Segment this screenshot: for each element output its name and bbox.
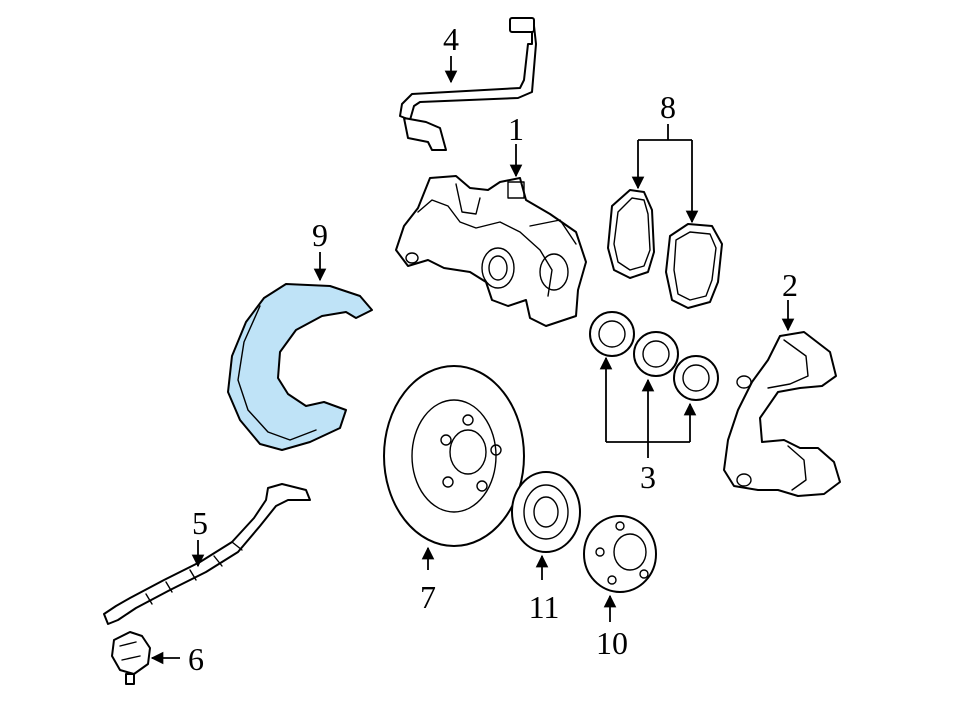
callout-4: 4 [443, 21, 459, 57]
seal-ring [673, 355, 719, 401]
callout-7: 7 [420, 579, 436, 615]
seal-kit[interactable] [589, 311, 719, 401]
brake-caliper[interactable] [395, 175, 587, 327]
callout-5: 5 [192, 505, 208, 541]
splash-shield-contour [237, 305, 317, 441]
caliper-bracket[interactable] [723, 331, 841, 497]
wheel-hub[interactable] [583, 515, 657, 593]
callout-10: 10 [596, 625, 628, 661]
callout-labels: 4 1 8 2 9 3 5 6 7 11 10 [188, 21, 798, 677]
leader-lines [150, 56, 795, 665]
sensor-clip[interactable] [111, 631, 151, 685]
callout-11: 11 [529, 589, 560, 625]
splash-shield[interactable] [227, 283, 373, 451]
brake-pads[interactable] [607, 189, 723, 309]
callout-6: 6 [188, 641, 204, 677]
abs-sensor-cable[interactable] [103, 483, 311, 625]
callout-3: 3 [640, 459, 656, 495]
brake-rotor[interactable] [383, 365, 525, 547]
seal-ring [589, 311, 635, 357]
seal-ring [633, 331, 679, 377]
callout-9: 9 [312, 217, 328, 253]
brake-hose[interactable] [399, 17, 537, 151]
callout-8: 8 [660, 89, 676, 125]
callout-1: 1 [508, 111, 524, 147]
wheel-bearing[interactable] [511, 471, 581, 553]
callout-2: 2 [782, 267, 798, 303]
